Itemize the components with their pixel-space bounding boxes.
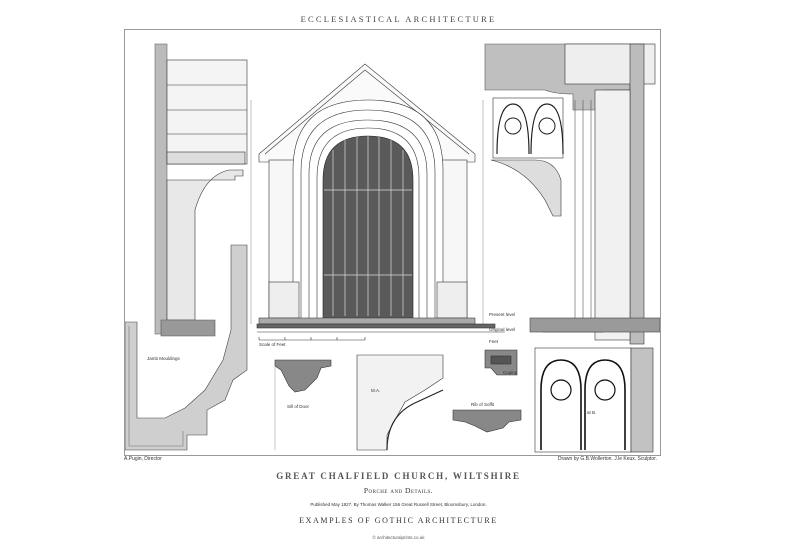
label-jamb-mouldings: Jamb Mouldings bbox=[147, 356, 180, 361]
label-section-ma: M.A. bbox=[371, 388, 381, 393]
doorway-elevation bbox=[250, 63, 505, 341]
label-coping: Coping bbox=[503, 370, 518, 375]
label-scale-of-feet: Scale of Feet bbox=[259, 342, 286, 347]
section-ma-detail bbox=[356, 354, 444, 451]
website-credit: © architecturalprints.co.uk bbox=[372, 535, 425, 540]
subtitle: Porche and Details. bbox=[363, 486, 434, 495]
label-section-mb: at B. bbox=[587, 410, 597, 415]
header-title: ECCLESIASTICAL ARCHITECTURE bbox=[300, 14, 497, 24]
series-title: EXAMPLES OF GOTHIC ARCHITECTURE bbox=[299, 516, 498, 525]
main-title: GREAT CHALFIELD CHURCH, WILTSHIRE bbox=[276, 471, 521, 481]
credit-engravers: Drawn by G.B.Wollerton. J.le Keux. Sculp… bbox=[557, 456, 657, 462]
label-original-level: Original level bbox=[489, 327, 516, 332]
publisher-line: Published May 1827. By Thomas Walker 156… bbox=[310, 502, 487, 507]
architectural-drawing bbox=[125, 43, 660, 453]
engraving-plate: Jamb Mouldings Scale of Feet Present lev… bbox=[124, 29, 661, 456]
label-feet: Feet bbox=[489, 339, 499, 344]
credit-director: A.Pugin, Director bbox=[124, 456, 162, 462]
sill-of-door-detail bbox=[274, 359, 332, 450]
porch-section bbox=[484, 43, 660, 345]
jamb-mouldings-profile bbox=[125, 244, 248, 451]
label-present-level: Present level bbox=[489, 312, 516, 317]
label-sill-of-door: Sill of Door bbox=[287, 404, 310, 409]
coping-detail bbox=[484, 349, 518, 376]
window-tracery-detail bbox=[534, 347, 654, 453]
left-jamb-section bbox=[154, 43, 248, 337]
rib-of-soffit-detail bbox=[452, 409, 522, 433]
label-rib-of-soffit: Rib of Soffit bbox=[471, 402, 495, 407]
